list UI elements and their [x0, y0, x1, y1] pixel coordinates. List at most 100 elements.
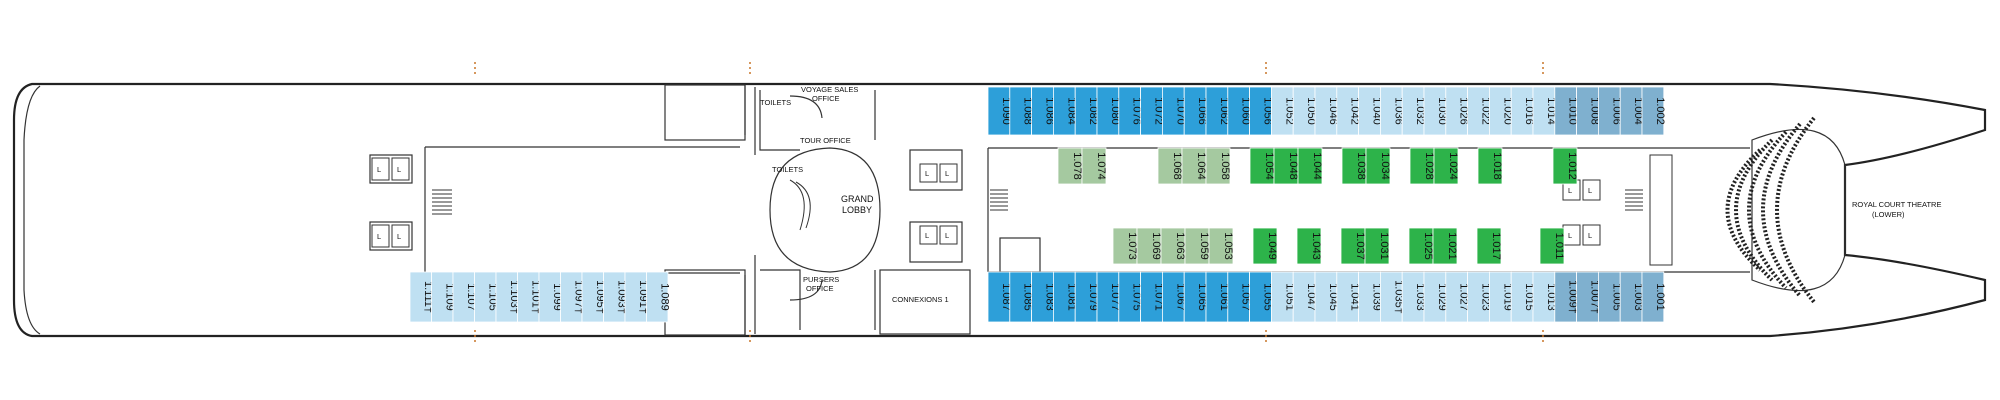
- hull-inner-line: [23, 85, 41, 335]
- cabin-number-1.043: 1.043: [1310, 232, 1322, 260]
- cabin-number-1.072: 1.072: [1153, 97, 1165, 125]
- cabin-1.021[interactable]: [1432, 227, 1458, 265]
- cabin-number-1.079: 1.079: [1087, 283, 1099, 311]
- cabin-number-1.041: 1.041: [1349, 283, 1361, 311]
- cabin-1.024[interactable]: [1433, 147, 1459, 185]
- cabin-number-1.024: 1.024: [1447, 152, 1459, 180]
- cabin-1.078[interactable]: [1057, 147, 1083, 185]
- cabin-number-1.105: 1.105: [486, 283, 498, 311]
- cabin-number-1.061: 1.061: [1218, 283, 1230, 311]
- lift-label: L: [925, 231, 929, 240]
- cabin-number-1.017: 1.017: [1490, 232, 1502, 260]
- cabin-1.059[interactable]: [1184, 227, 1210, 265]
- theatre-label-2: (LOWER): [1872, 210, 1905, 219]
- theatre-label-1: ROYAL COURT THEATRE: [1852, 200, 1941, 209]
- cabin-number-1.014: 1.014: [1545, 97, 1557, 125]
- voyage-sales-office-label-1: VOYAGE SALES: [801, 85, 858, 94]
- grand-lobby-label-2: LOBBY: [842, 205, 872, 215]
- tour-office-label: TOUR OFFICE: [800, 136, 851, 145]
- cabin-number-1.001: 1.001: [1654, 283, 1666, 311]
- lift-label: L: [377, 232, 381, 241]
- cabin-1.044[interactable]: [1297, 147, 1323, 185]
- cabin-number-1.078: 1.078: [1071, 152, 1083, 180]
- cabin-1.049[interactable]: [1252, 227, 1278, 265]
- cabin-1.048[interactable]: [1273, 147, 1299, 185]
- cabin-1.043[interactable]: [1296, 227, 1322, 265]
- cabin-1.037[interactable]: [1340, 227, 1366, 265]
- cabin-1.031[interactable]: [1364, 227, 1390, 265]
- cabin-1.089[interactable]: [646, 271, 669, 323]
- cabin-1.069[interactable]: [1136, 227, 1162, 265]
- cabin-number-1.080: 1.080: [1109, 97, 1121, 125]
- cabin-number-1.008: 1.008: [1589, 97, 1601, 125]
- lift-label: L: [945, 169, 949, 178]
- cabin-number-1.081: 1.081: [1065, 283, 1077, 311]
- cabin-1.002[interactable]: [1641, 86, 1665, 136]
- cabin-number-1.052: 1.052: [1283, 97, 1295, 125]
- cabin-number-1.074: 1.074: [1095, 152, 1107, 180]
- cabin-number-1.058: 1.058: [1219, 152, 1231, 180]
- cabin-number-1.089: 1.089: [658, 283, 670, 311]
- lift-label: L: [1568, 186, 1572, 195]
- cabin-number-1.069: 1.069: [1150, 232, 1162, 260]
- cabin-number-1.075: 1.075: [1131, 283, 1143, 311]
- cabin-number-1.057: 1.057: [1240, 283, 1252, 311]
- grand-lobby-label-1: GRAND: [841, 194, 874, 204]
- cabin-number-1.035†: 1.035†: [1392, 280, 1404, 314]
- voyage-sales-office-label-2: OFFICE: [812, 94, 840, 103]
- cabin-number-1.070: 1.070: [1174, 97, 1186, 125]
- cabin-number-1.087: 1.087: [1000, 283, 1012, 311]
- cabin-number-1.076: 1.076: [1131, 97, 1143, 125]
- cabin-number-1.067: 1.067: [1174, 283, 1186, 311]
- lift-label: L: [925, 169, 929, 178]
- cabin-1.025[interactable]: [1408, 227, 1434, 265]
- cabin-number-1.038: 1.038: [1355, 152, 1367, 180]
- cabin-number-1.006: 1.006: [1610, 97, 1622, 125]
- cabin-number-1.021: 1.021: [1446, 232, 1458, 260]
- cabin-number-1.093†: 1.093†: [615, 280, 627, 314]
- cabin-number-1.095†: 1.095†: [594, 280, 606, 314]
- pursers-office-label-2: OFFICE: [806, 284, 834, 293]
- cabin-number-1.020: 1.020: [1501, 97, 1513, 125]
- cabin-1.018[interactable]: [1477, 147, 1503, 185]
- cabin-number-1.107: 1.107: [465, 283, 477, 311]
- cabin-number-1.033: 1.033: [1414, 283, 1426, 311]
- cabin-number-1.068: 1.068: [1171, 152, 1183, 180]
- cabin-number-1.029: 1.029: [1436, 283, 1448, 311]
- cabin-1.011[interactable]: [1539, 227, 1565, 265]
- lift-label: L: [1588, 231, 1592, 240]
- cabin-1.068[interactable]: [1157, 147, 1183, 185]
- cabin-number-1.097†: 1.097†: [572, 280, 584, 314]
- cabin-1.073[interactable]: [1112, 227, 1138, 265]
- cabin-number-1.090: 1.090: [1000, 97, 1012, 125]
- cabin-number-1.032: 1.032: [1414, 97, 1426, 125]
- cabin-number-1.019: 1.019: [1501, 283, 1513, 311]
- cabin-number-1.018: 1.018: [1491, 152, 1503, 180]
- cabin-number-1.030: 1.030: [1436, 97, 1448, 125]
- cabin-number-1.060: 1.060: [1240, 97, 1252, 125]
- cabin-1.063[interactable]: [1160, 227, 1186, 265]
- cabin-1.034[interactable]: [1365, 147, 1391, 185]
- cabin-1.058[interactable]: [1205, 147, 1231, 185]
- cabin-number-1.099: 1.099: [551, 283, 563, 311]
- stairs: [432, 179, 1643, 231]
- lift-label: L: [1568, 231, 1572, 240]
- grand-lobby-area: [759, 90, 881, 330]
- cabin-number-1.016: 1.016: [1523, 97, 1535, 125]
- cabin-number-1.003: 1.003: [1632, 283, 1644, 311]
- cabin-number-1.046: 1.046: [1327, 97, 1339, 125]
- cabin-number-1.083: 1.083: [1044, 283, 1056, 311]
- cabin-number-1.091†: 1.091†: [637, 280, 649, 314]
- cabin-number-1.062: 1.062: [1218, 97, 1230, 125]
- cabin-1.012[interactable]: [1552, 147, 1578, 185]
- lift-label: L: [377, 165, 381, 174]
- cabin-1.074[interactable]: [1081, 147, 1107, 185]
- cabin-1.053[interactable]: [1208, 227, 1234, 265]
- cabin-1.017[interactable]: [1476, 227, 1502, 265]
- cabin-1.001[interactable]: [1641, 271, 1665, 323]
- cabin-number-1.011: 1.011: [1553, 233, 1565, 260]
- cabin-1.038[interactable]: [1341, 147, 1367, 185]
